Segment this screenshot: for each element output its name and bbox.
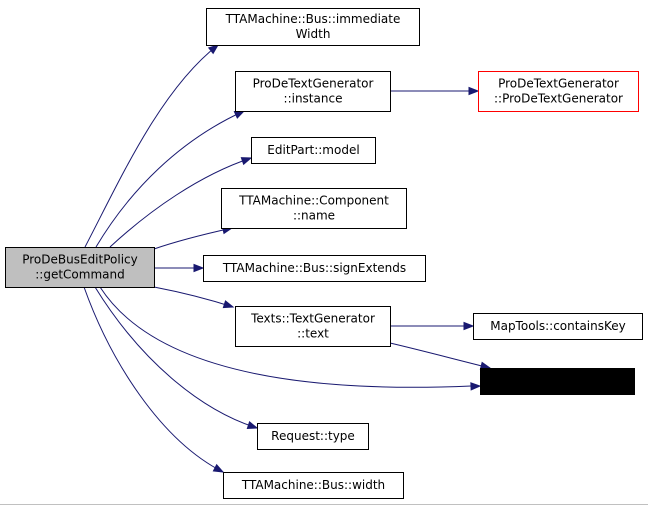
node-get-command[interactable]: ProDeBusEditPolicy::getCommand (5, 247, 155, 288)
node-box (206, 8, 420, 46)
edge-line (153, 286, 234, 308)
edge-arrowhead (193, 263, 205, 273)
node-label: EditPart::model (267, 143, 359, 157)
node-ctor[interactable]: ProDeTextGenerator::ProDeTextGenerator (478, 71, 639, 112)
node-label: Texts::TextGenerator (250, 312, 375, 326)
edge-line (84, 44, 219, 248)
edge-getcommand-to-containskey (390, 321, 475, 331)
node-label: ::text (297, 327, 329, 341)
node-label: ::getCommand (35, 268, 124, 282)
edge-getcommand-to-tostring (389, 342, 492, 370)
edge-arrowhead (233, 110, 246, 119)
edge-getcommand-to-signextends (154, 263, 205, 273)
edge-line (94, 286, 258, 429)
edge-arrowhead (207, 44, 220, 55)
node-label: Width (296, 27, 331, 41)
node-box (221, 188, 407, 229)
node-box (203, 255, 426, 282)
node-box (473, 313, 643, 340)
node-box (223, 472, 404, 499)
edge-line (153, 227, 233, 250)
edge-line (389, 342, 491, 369)
node-box (5, 247, 155, 288)
node-label: ::name (293, 209, 335, 223)
node-label: Request::type (271, 429, 355, 443)
edge-getcommand-to-text (153, 286, 235, 309)
node-box (478, 71, 639, 112)
function-nodes: ProDeBusEditPolicy::getCommandTTAMachine… (5, 8, 643, 499)
node-model[interactable]: EditPart::model (251, 137, 376, 164)
edge-getcommand-to-tostring (99, 286, 482, 391)
node-label: ProDeTextGenerator (498, 77, 619, 91)
node-label: ProDeBusEditPolicy (22, 253, 138, 267)
node-name[interactable]: TTAMachine::Component::name (221, 188, 407, 229)
edge-arrowhead (212, 463, 225, 473)
edge-getcommand-to-instance (95, 110, 246, 248)
node-box (251, 137, 376, 164)
edge-arrowhead (463, 321, 475, 331)
node-contains-key[interactable]: MapTools::containsKey (473, 313, 643, 340)
node-box (235, 306, 391, 347)
node-instance[interactable]: ProDeTextGenerator::instance (235, 71, 391, 112)
node-width[interactable]: TTAMachine::Bus::width (223, 472, 404, 499)
edge-line (83, 286, 224, 473)
node-label: MapTools::containsKey (490, 319, 626, 333)
edge-getcommand-to-type (94, 286, 259, 430)
edge-getcommand-to-ctor (390, 86, 480, 96)
edge-line (95, 110, 245, 248)
node-to-string[interactable]: Conversion::toString (480, 368, 635, 395)
edge-getcommand-to-immediatewidth (84, 44, 220, 248)
edge-getcommand-to-model (109, 157, 253, 248)
node-box (235, 71, 391, 112)
node-label: ::ProDeTextGenerator (494, 92, 623, 106)
node-type[interactable]: Request::type (257, 423, 369, 450)
edge-arrowhead (470, 382, 482, 391)
node-label: ::instance (284, 92, 343, 106)
node-sign-extends[interactable]: TTAMachine::Bus::signExtends (203, 255, 426, 282)
node-label: Conversion::toString (496, 374, 619, 388)
edge-line (99, 286, 472, 388)
node-label: ProDeTextGenerator (253, 77, 374, 91)
node-label: TTAMachine::Bus::width (241, 478, 385, 492)
node-label: TTAMachine::Component (238, 194, 389, 208)
edge-arrowhead (246, 421, 259, 430)
edge-line (109, 157, 252, 248)
node-label: TTAMachine::Bus::signExtends (222, 261, 406, 275)
edge-arrowhead (468, 86, 480, 96)
edge-arrowhead (222, 300, 235, 309)
edge-arrowhead (240, 157, 253, 166)
node-box (257, 423, 369, 450)
edge-getcommand-to-name (153, 225, 234, 250)
node-text[interactable]: Texts::TextGenerator::text (235, 306, 391, 347)
edge-getcommand-to-width (83, 286, 225, 473)
node-box (480, 368, 635, 395)
node-label: TTAMachine::Bus::immediate (225, 12, 401, 26)
